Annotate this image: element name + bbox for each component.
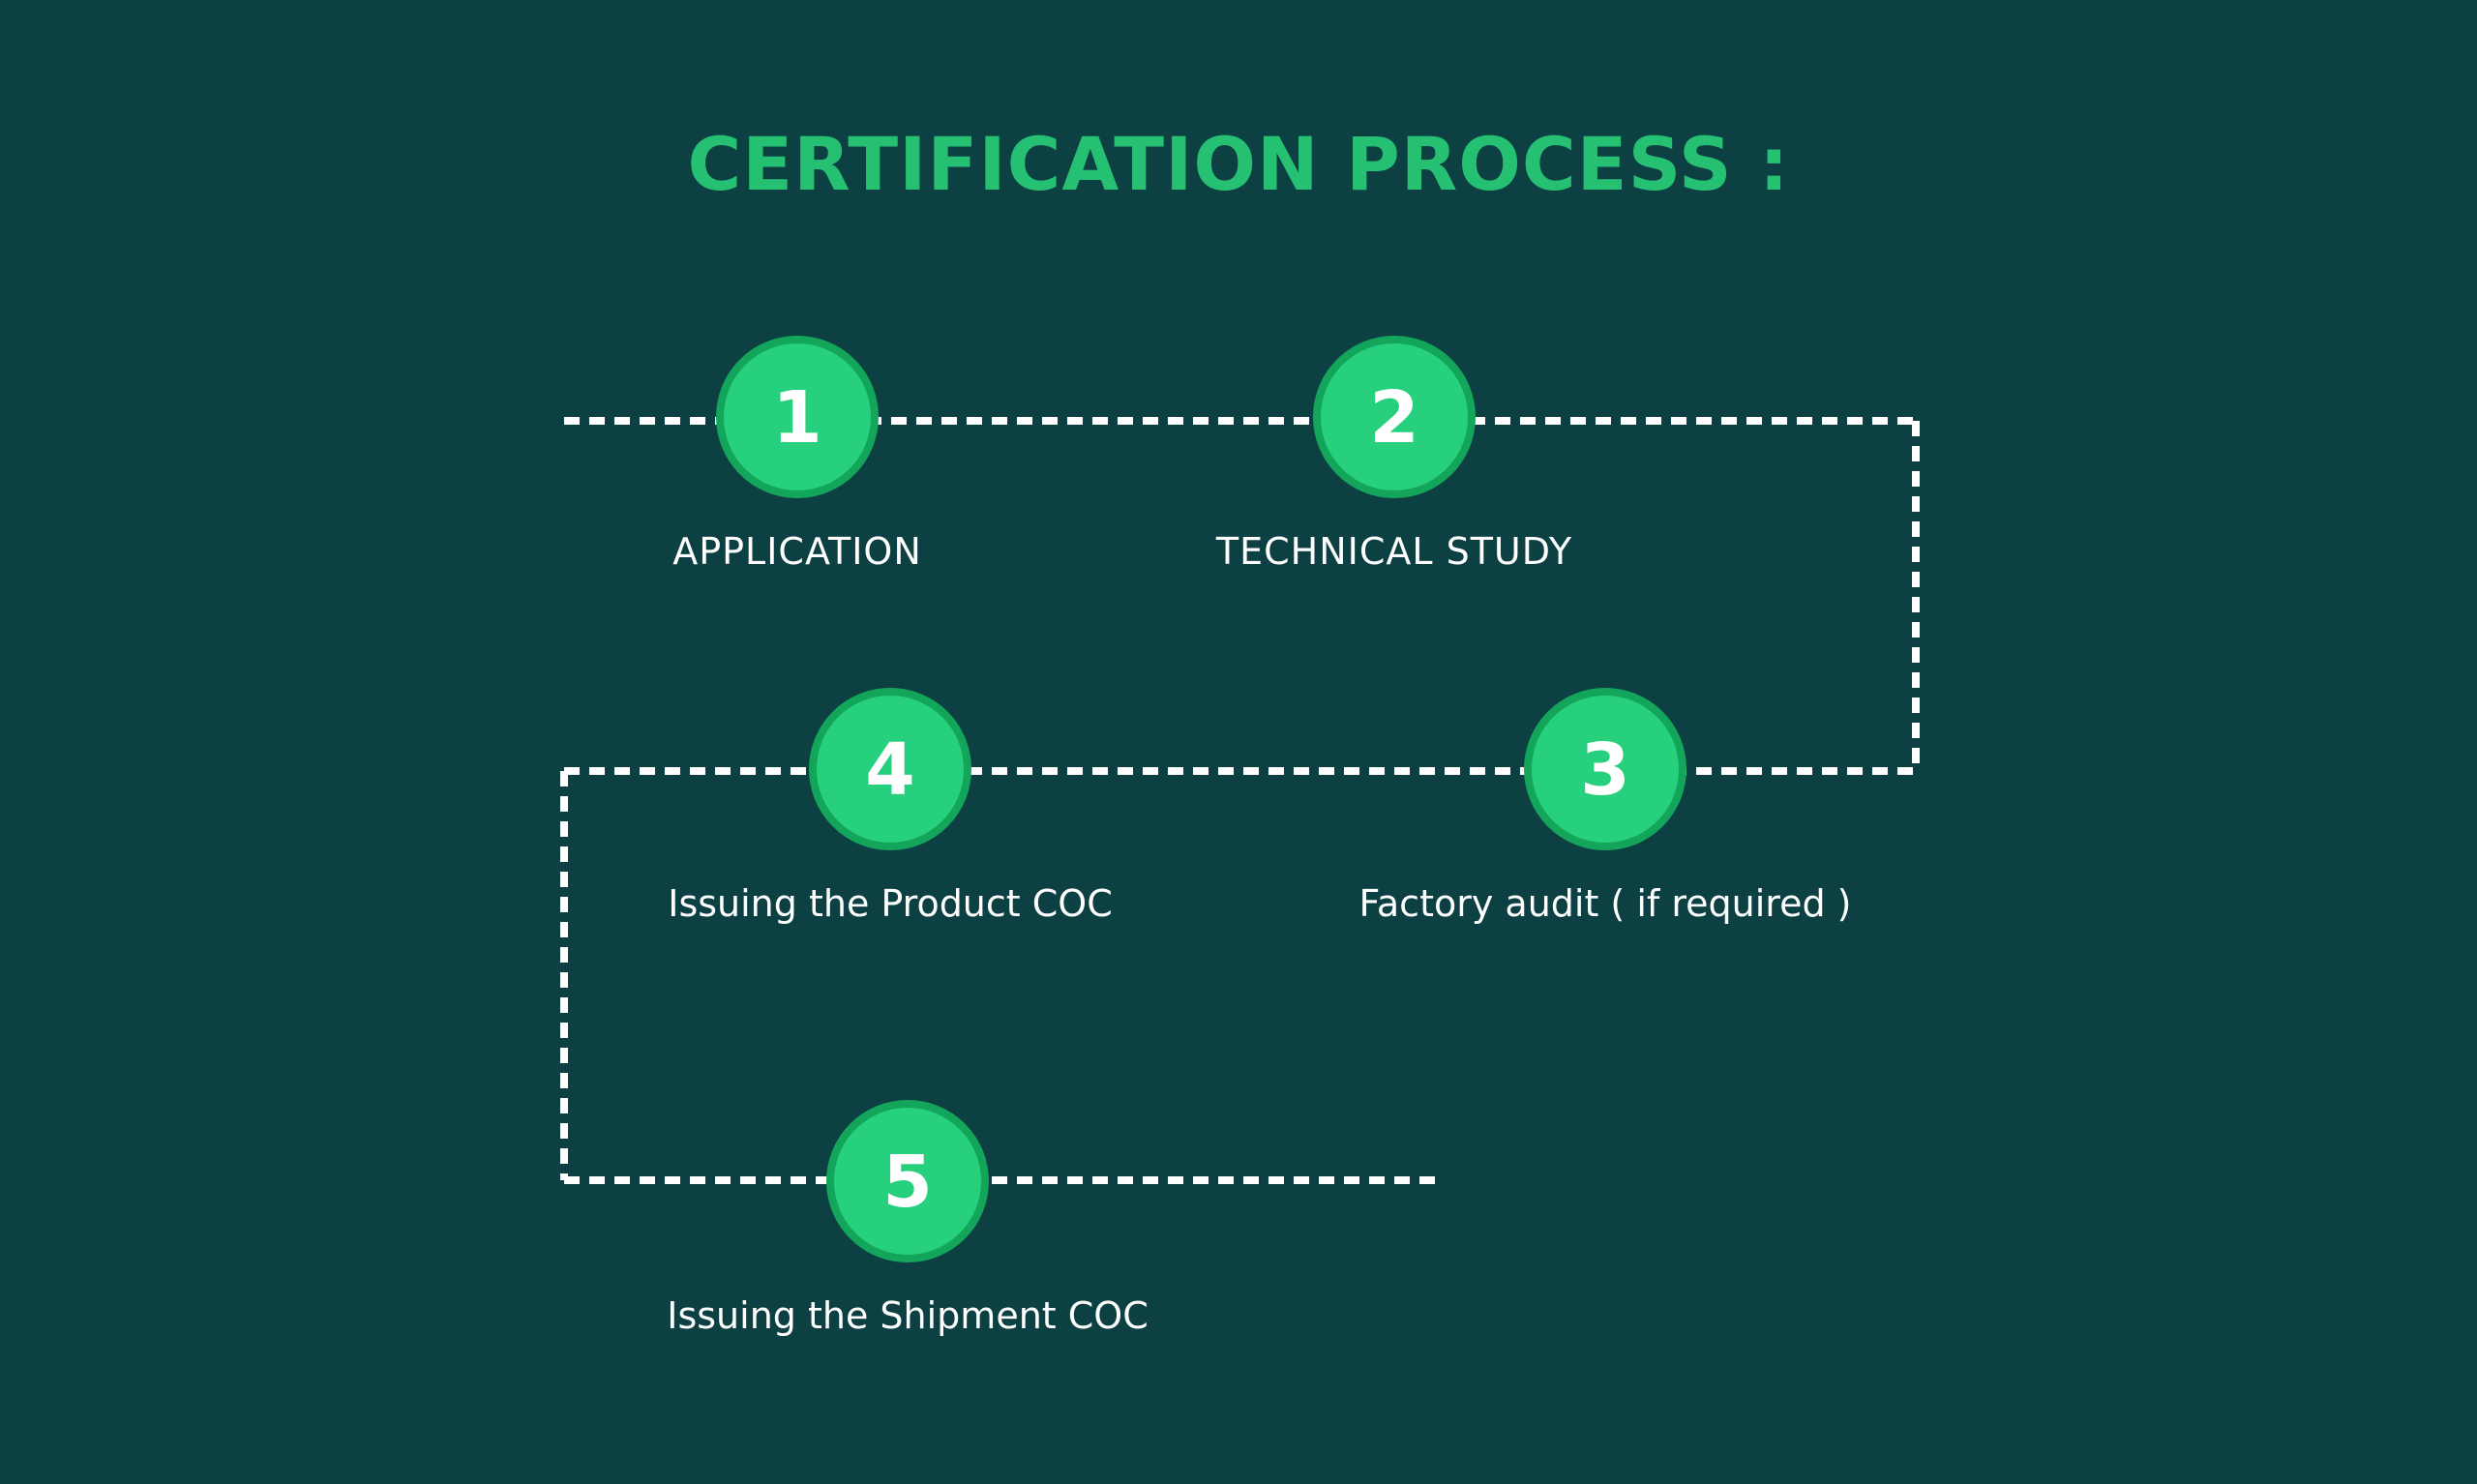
step-2-circle bbox=[1313, 336, 1476, 498]
step-5-label: Issuing the Shipment COC bbox=[667, 1294, 1149, 1337]
step-4-label: Issuing the Product COC bbox=[668, 882, 1113, 925]
step-1-circle bbox=[716, 336, 879, 498]
step-1-label: APPLICATION bbox=[672, 530, 922, 573]
step-3-label: Factory audit ( if required ) bbox=[1358, 882, 1852, 925]
step-2-number: 2 bbox=[1369, 376, 1419, 460]
step-1-number: 1 bbox=[772, 376, 822, 460]
step-3-number: 3 bbox=[1580, 728, 1630, 812]
connector-path bbox=[560, 417, 1920, 1184]
step-1-marker: 1 bbox=[716, 336, 879, 498]
step-5-number: 5 bbox=[882, 1141, 933, 1224]
step-4-circle bbox=[809, 688, 971, 850]
step-3-marker: 3 bbox=[1524, 688, 1686, 850]
step-2-marker: 2 bbox=[1313, 336, 1476, 498]
step-2-label: TECHNICAL STUDY bbox=[1215, 530, 1573, 573]
diagram-title: CERTIFICATION PROCESS : bbox=[687, 121, 1790, 207]
step-3-circle bbox=[1524, 688, 1686, 850]
step-4-number: 4 bbox=[865, 728, 915, 812]
step-5-marker: 5 bbox=[826, 1100, 989, 1262]
step-5-circle bbox=[826, 1100, 989, 1262]
step-4-marker: 4 bbox=[809, 688, 971, 850]
